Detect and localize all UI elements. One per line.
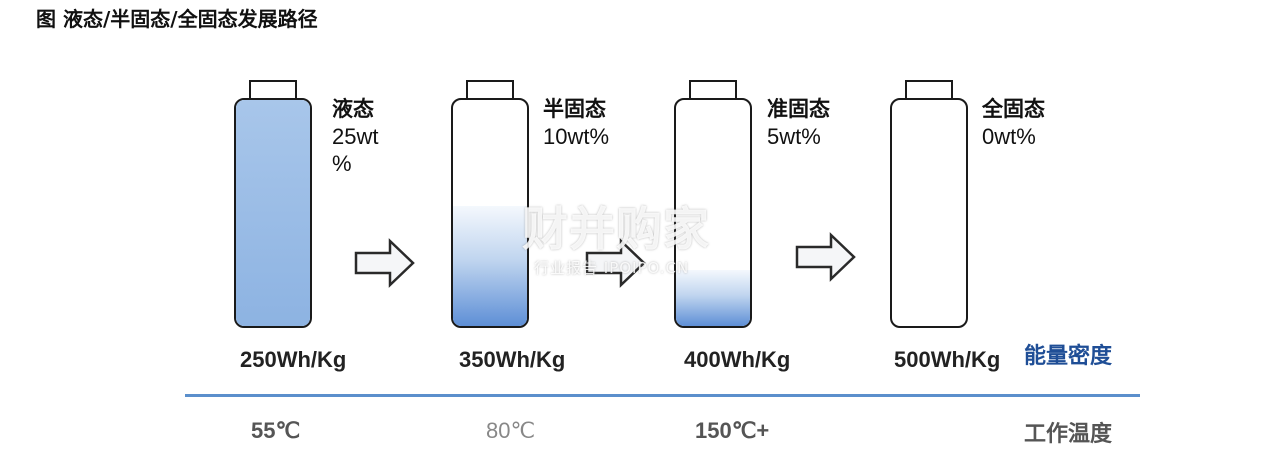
working-temperature-value: 80℃ — [486, 418, 536, 443]
electrolyte-fill — [236, 100, 310, 326]
battery-all-solid — [890, 80, 968, 330]
arrow-right-icon — [585, 238, 646, 288]
battery-body — [451, 98, 529, 328]
energy-density-value: 350Wh/Kg — [459, 347, 566, 372]
battery-cap — [905, 80, 953, 100]
electrolyte-fill — [453, 206, 527, 326]
battery-type-name: 全固态 — [982, 98, 1045, 121]
electrolyte-content: 0wt% — [982, 124, 1036, 149]
battery-all-solid-label: 全固态 0wt% — [982, 96, 1045, 150]
battery-liquid-label: 液态 25wt % — [332, 96, 378, 177]
battery-quasi-solid-label: 准固态 5wt% — [767, 96, 830, 150]
battery-body — [890, 98, 968, 328]
electrolyte-fill — [676, 269, 750, 326]
working-temperature-value: 55℃ — [251, 418, 301, 443]
working-temperature-label: 工作温度 — [1024, 422, 1113, 447]
divider-line — [185, 394, 1140, 397]
electrolyte-content: 10wt% — [543, 124, 610, 149]
electrolyte-content: 25wt — [332, 124, 379, 149]
battery-quasi-solid — [674, 80, 752, 330]
energy-density-value: 250Wh/Kg — [240, 347, 347, 372]
battery-semi-solid — [451, 80, 529, 330]
energy-density-label: 能量密度 — [1024, 344, 1113, 369]
energy-density-value: 400Wh/Kg — [684, 347, 791, 372]
battery-type-name: 准固态 — [767, 98, 830, 121]
electrolyte-content-unit: % — [332, 151, 352, 176]
battery-body — [234, 98, 312, 328]
electrolyte-content: 5wt% — [767, 124, 821, 149]
battery-cap — [689, 80, 737, 100]
battery-semi-solid-label: 半固态 10wt% — [543, 96, 609, 150]
working-temperature-value: 150℃+ — [695, 418, 770, 443]
arrow-right-icon — [795, 232, 856, 282]
battery-type-name: 半固态 — [543, 98, 606, 121]
battery-body — [674, 98, 752, 328]
battery-liquid — [234, 80, 312, 330]
battery-type-name: 液态 — [332, 98, 374, 121]
battery-cap — [466, 80, 514, 100]
figure-title: 图 液态/半固态/全固态发展路径 — [36, 7, 318, 31]
energy-density-value: 500Wh/Kg — [894, 347, 1001, 372]
battery-cap — [249, 80, 297, 100]
arrow-right-icon — [354, 238, 415, 288]
